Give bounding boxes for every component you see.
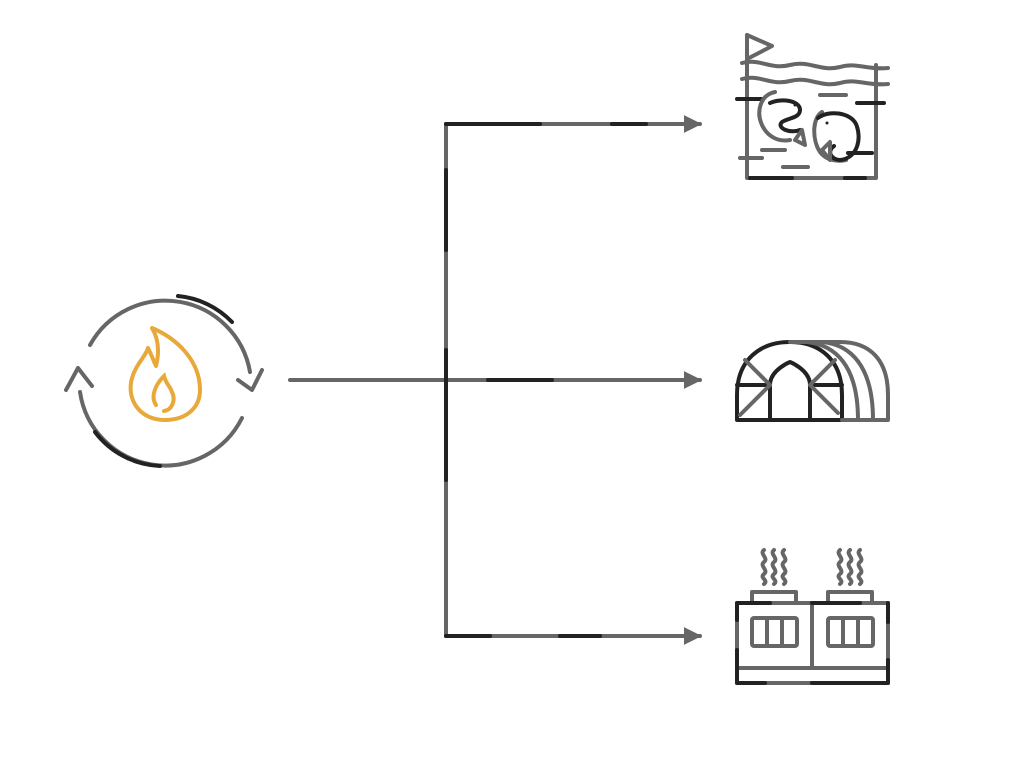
cycle-arrows-icon xyxy=(64,294,264,468)
industrial-building-icon xyxy=(735,548,890,685)
connector-lines xyxy=(288,115,702,645)
flame-icon xyxy=(128,326,202,422)
recycled-heat-icon xyxy=(64,294,264,468)
greenhouse-icon xyxy=(735,340,890,422)
steam-icon xyxy=(760,548,864,586)
shrimp-farm-icon xyxy=(735,33,890,180)
